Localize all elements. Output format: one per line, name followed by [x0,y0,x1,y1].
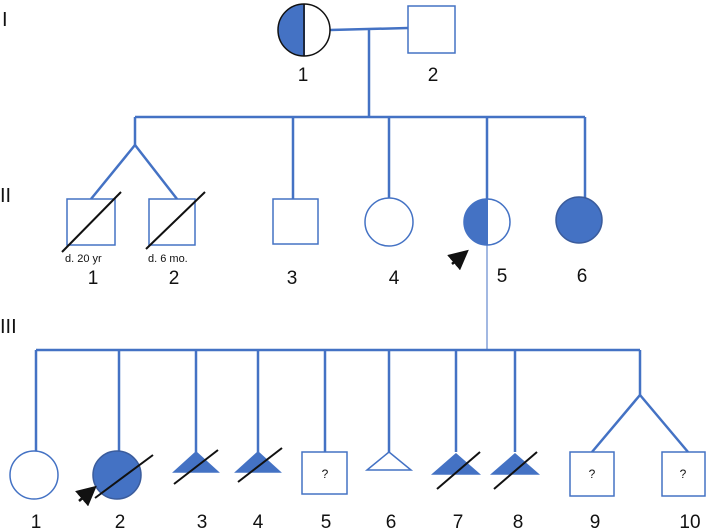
twin-line [134,144,178,200]
individual-III-2 [92,450,154,500]
generation-label-I: I [2,9,8,31]
unknown-mark: ? [680,467,687,481]
mating-line [329,26,409,32]
death-note-II-1: d. 20 yr [65,253,102,265]
number-II-6: 6 [577,266,588,287]
number-III-6: 6 [386,512,397,532]
individual-I-2 [407,5,456,54]
number-II-4: 4 [389,268,400,289]
generation-label-II: II [0,185,11,207]
proband-arrow-icon [447,249,469,271]
number-III-5: 5 [321,512,332,532]
number-II-3: 3 [287,268,298,289]
number-II-1: 1 [88,268,99,289]
individual-III-5: ? [301,451,348,495]
death-note-II-2: d. 6 mo. [148,253,188,265]
number-III-3: 3 [197,512,208,532]
individual-III-10: ? [661,451,706,497]
unknown-mark: ? [589,467,596,481]
number-III-8: 8 [513,512,524,532]
number-II-2: 2 [169,268,180,289]
individual-II-4 [364,197,414,247]
proband-arrow-icon [75,485,97,507]
individual-II-2 [145,191,206,250]
unknown-mark: ? [322,467,329,481]
individual-II-1 [61,191,122,253]
twin-line [90,144,136,200]
individual-II-3 [272,198,319,245]
individual-III-6 [364,451,414,471]
number-II-5: 5 [497,266,508,287]
number-I-2: 2 [428,65,439,86]
generation-label-III: III [0,316,17,338]
individual-I-1 [277,3,331,57]
individual-III-1 [9,450,59,500]
number-III-1: 1 [31,512,42,532]
individual-III-9: ? [569,451,615,497]
number-III-9: 9 [590,512,601,532]
individual-III-3 [172,449,220,485]
number-III-10: 10 [679,512,700,532]
individual-III-4 [234,447,283,483]
twin-line [591,394,641,453]
individual-II-5 [463,198,511,246]
number-III-7: 7 [453,512,464,532]
pedigree-lines [34,26,689,453]
individual-III-7 [430,451,482,490]
number-III-2: 2 [115,512,126,532]
twin-line [639,394,689,453]
individual-III-8 [489,451,541,490]
number-III-4: 4 [253,512,264,532]
individual-II-6 [555,196,603,244]
number-I-1: 1 [298,65,309,86]
